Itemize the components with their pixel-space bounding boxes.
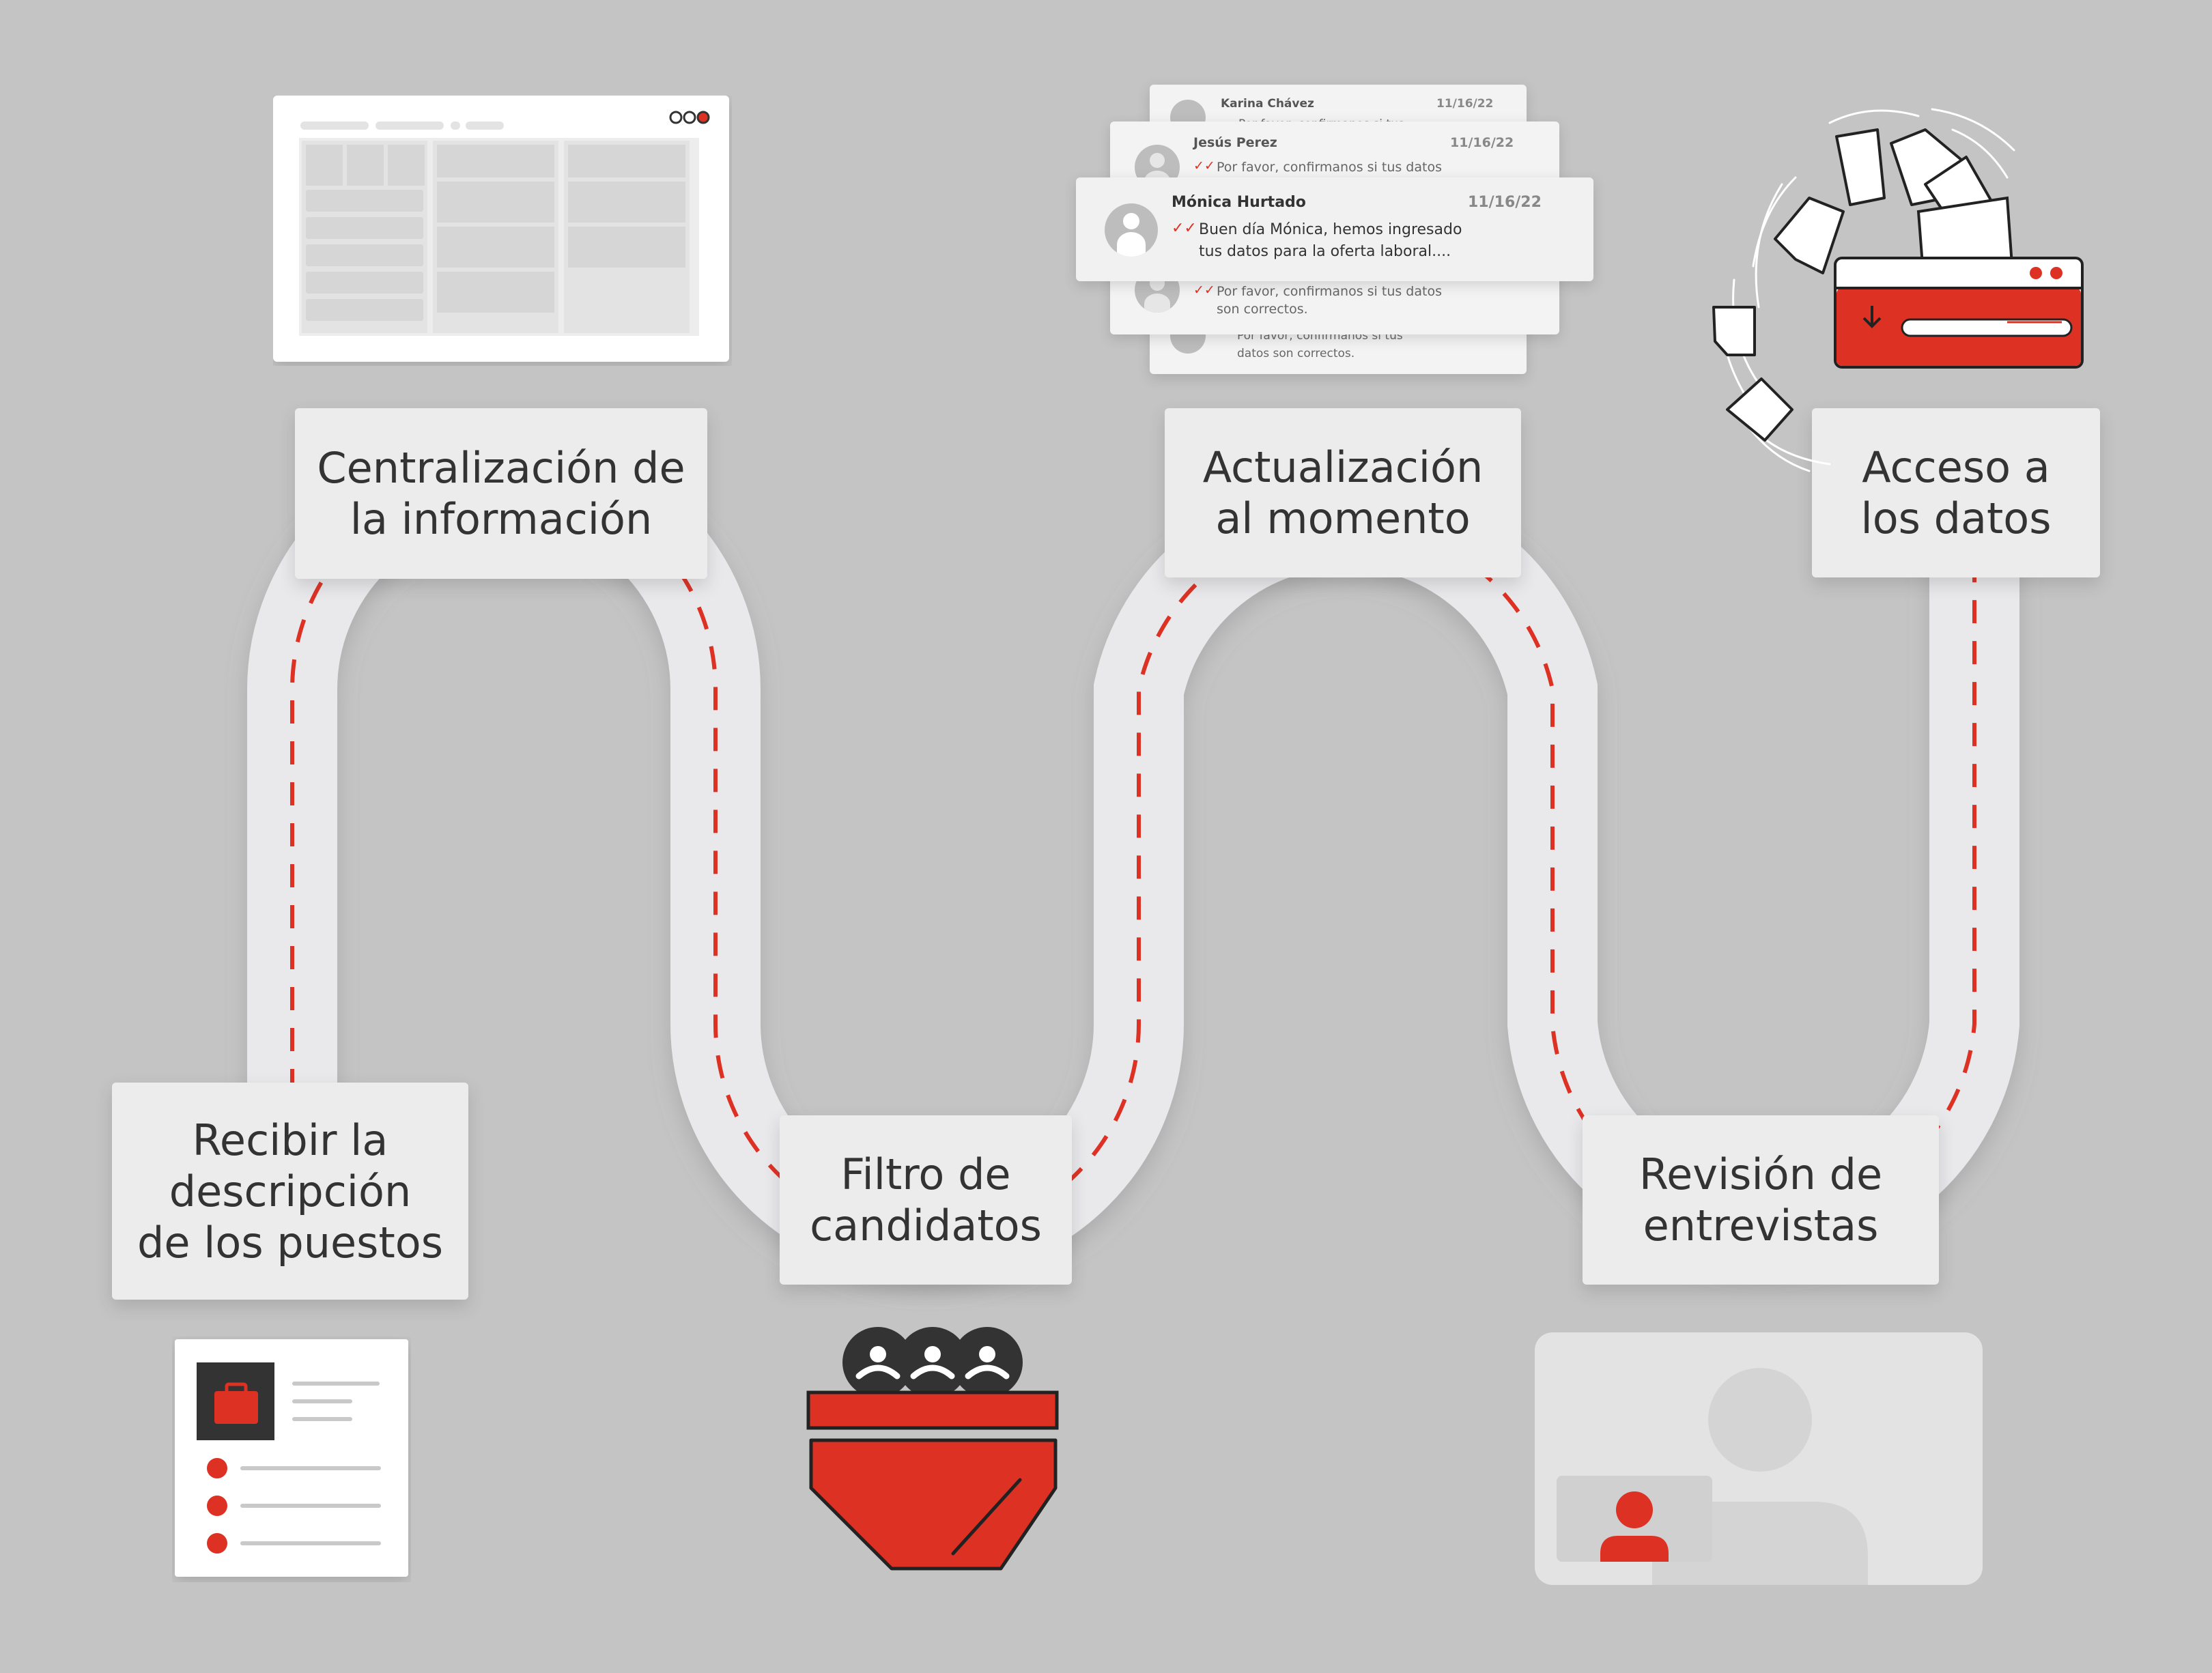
step-recibir-descripcion: Recibir la descripción de los puestos xyxy=(112,1083,468,1300)
avatar-icon xyxy=(1105,203,1158,257)
chat-date: 11/16/22 xyxy=(1468,194,1542,211)
chat-message: Por favor, confirmanos si tus datos xyxy=(1217,284,1442,299)
chat-message: Por favor, confirmanos si tus datos xyxy=(1217,160,1442,175)
step-label-line: al momento xyxy=(1203,493,1484,544)
chat-card-front: Mónica Hurtado 11/16/22 ✓✓ Buen día Móni… xyxy=(1076,177,1593,281)
data-access-documents-icon xyxy=(1693,102,2103,485)
candidate-filter-funnel-icon xyxy=(803,1317,1062,1577)
candidate-avatars xyxy=(842,1327,1023,1398)
chat-date: 11/16/22 xyxy=(1436,97,1493,111)
chat-date: 11/16/22 xyxy=(1450,135,1514,150)
chat-message: son correctos. xyxy=(1217,302,1308,317)
step-label-line: la información xyxy=(317,494,685,545)
chat-name: Jesús Perez xyxy=(1193,135,1277,150)
step-label-line: Recibir la xyxy=(137,1115,443,1166)
step-label-line: de los puestos xyxy=(137,1217,443,1268)
video-interview-icon xyxy=(1533,1331,1987,1590)
step-label-line: los datos xyxy=(1860,493,2051,544)
step-label-line: candidatos xyxy=(810,1200,1042,1251)
check-icon: ✓✓ xyxy=(1193,158,1215,173)
step-actualizacion: Actualización al momento xyxy=(1165,408,1521,577)
chat-message: datos son correctos. xyxy=(1237,347,1355,360)
step-label-line: entrevistas xyxy=(1639,1200,1882,1251)
step-label-line: Revisión de xyxy=(1639,1149,1882,1200)
chat-message: tus datos para la oferta laboral.... xyxy=(1199,243,1451,260)
step-filtro-candidatos: Filtro de candidatos xyxy=(780,1115,1072,1285)
step-label-line: Actualización xyxy=(1203,442,1484,493)
chat-name: Mónica Hurtado xyxy=(1172,194,1306,211)
check-icon: ✓✓ xyxy=(1172,220,1197,237)
step-label-line: Filtro de xyxy=(810,1149,1042,1200)
step-label-line: Centralización de xyxy=(317,442,685,494)
step-label-line: descripción xyxy=(137,1166,443,1217)
step-revision-entrevistas: Revisión de entrevistas xyxy=(1583,1115,1939,1285)
chat-name: Karina Chávez xyxy=(1221,97,1314,111)
job-description-document-icon xyxy=(172,1336,411,1582)
check-icon: ✓✓ xyxy=(1193,283,1215,298)
step-centralizacion: Centralización de la información xyxy=(295,408,707,579)
chat-message: Buen día Mónica, hemos ingresado xyxy=(1199,221,1462,238)
dashboard-window-icon xyxy=(273,96,732,366)
